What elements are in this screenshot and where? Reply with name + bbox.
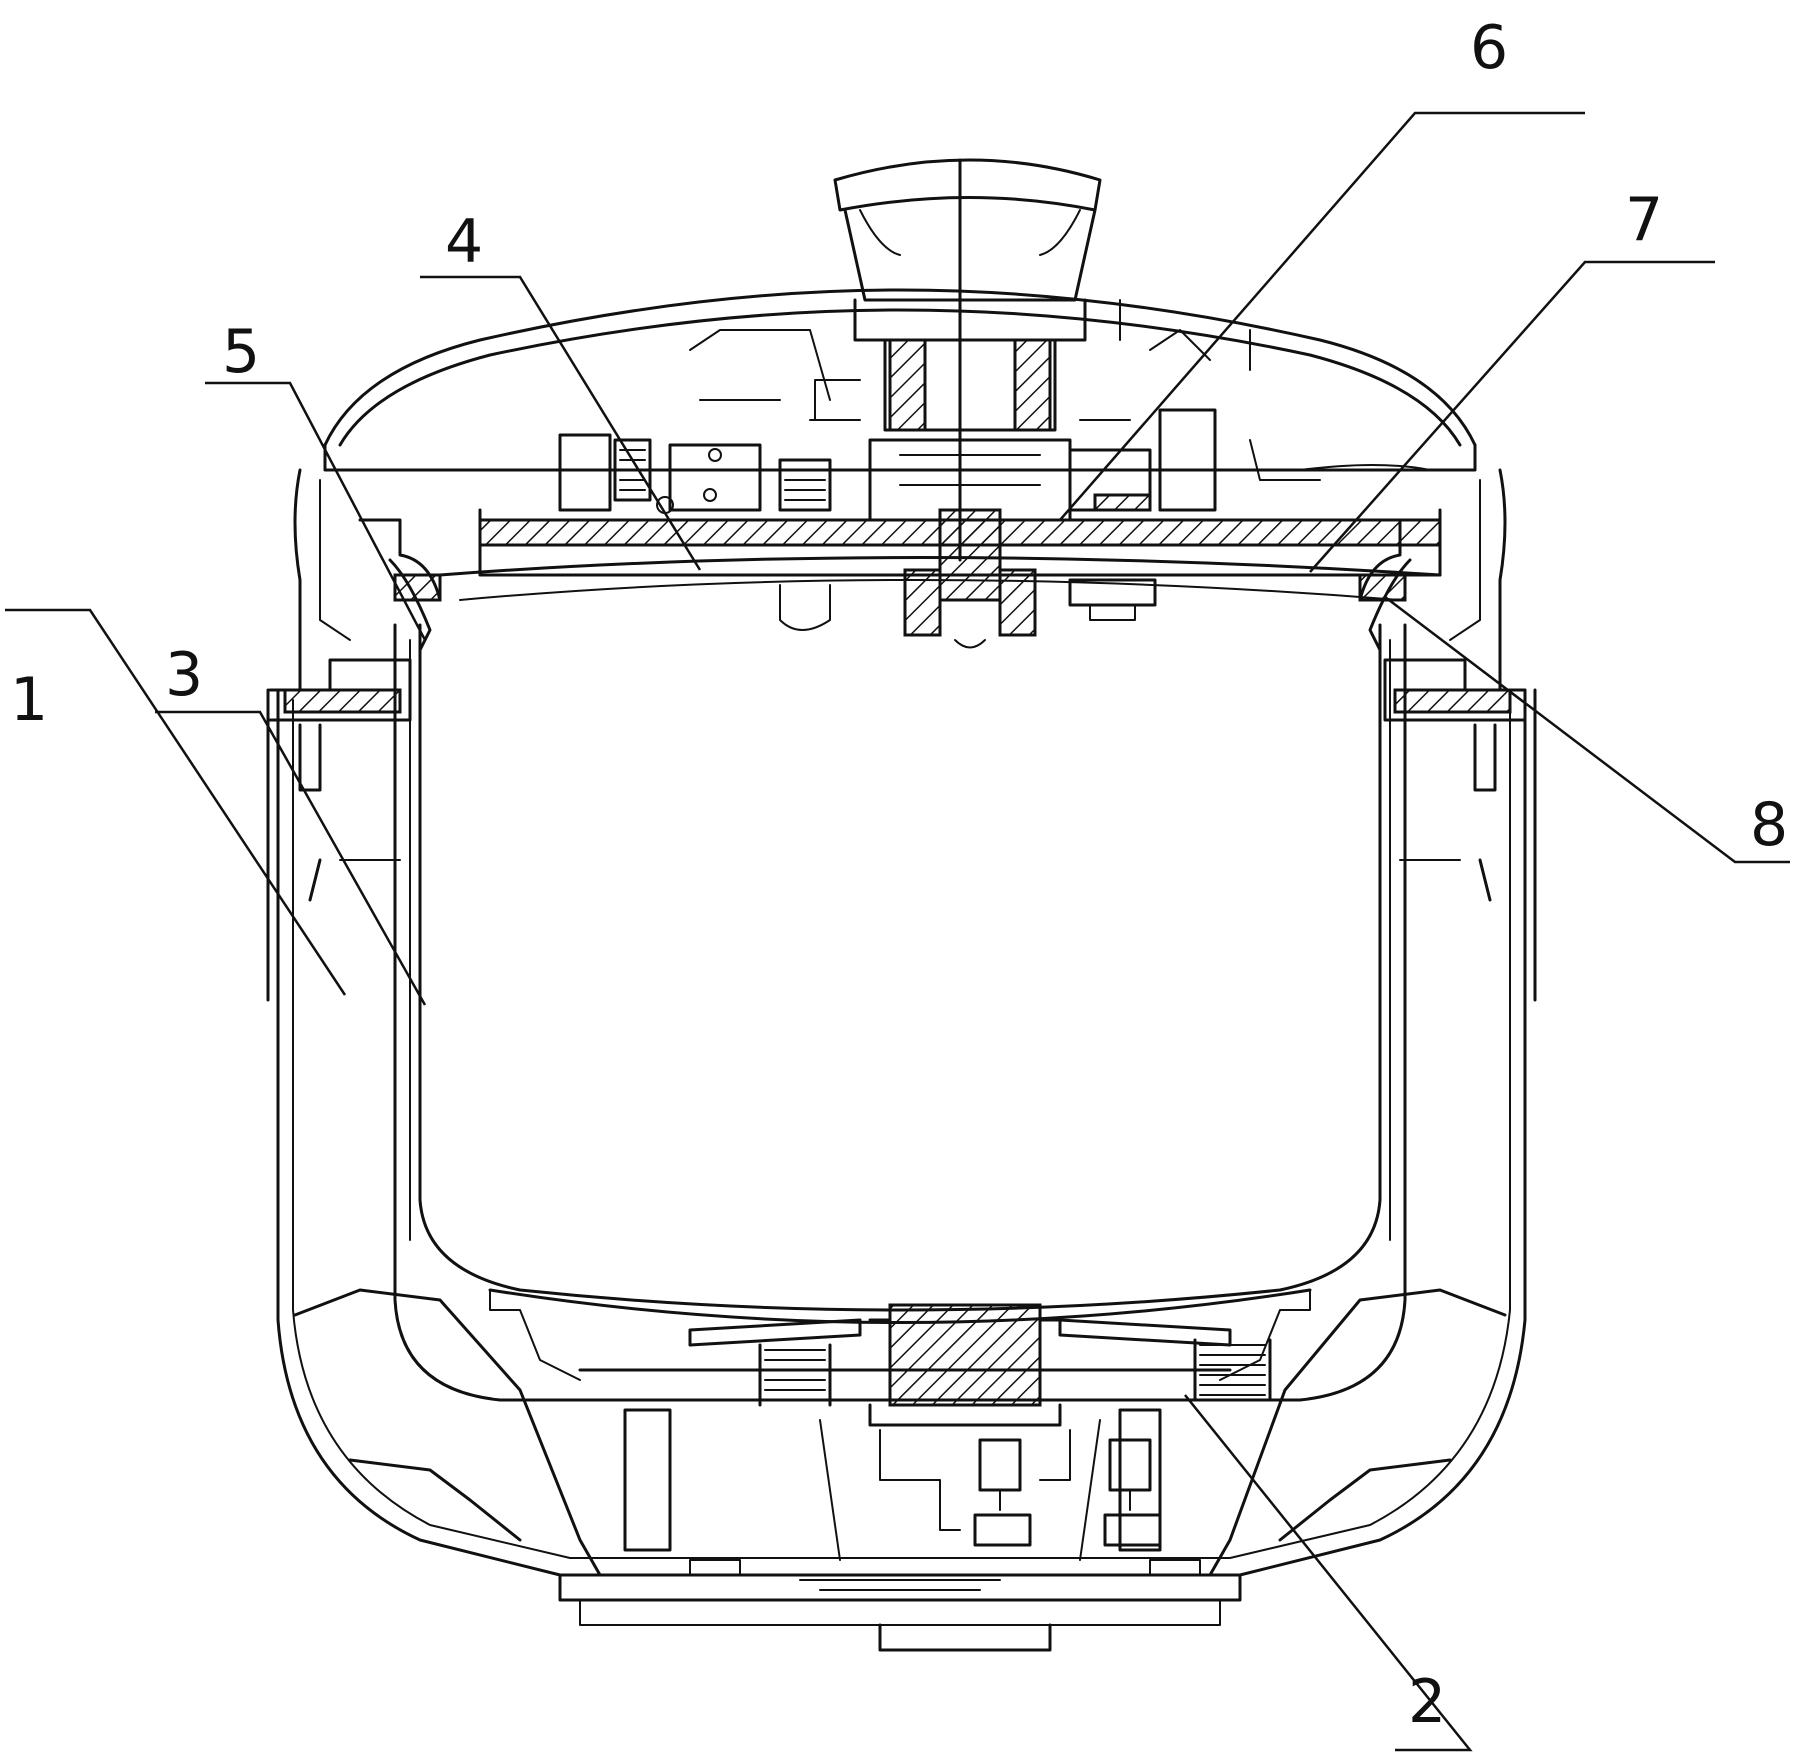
leader-5 — [205, 381, 427, 641]
callout-5: 5 — [222, 317, 260, 387]
callout-6: 6 — [1470, 13, 1508, 83]
callout-leaders — [5, 111, 1790, 1752]
callout-7: 7 — [1625, 185, 1663, 255]
inner-pot — [393, 623, 1407, 1402]
leader-4 — [420, 275, 702, 571]
callout-1: 1 — [10, 665, 48, 735]
leader-6 — [1059, 111, 1585, 521]
callout-3: 3 — [165, 640, 203, 710]
leader-7 — [1309, 260, 1715, 573]
callout-4: 4 — [445, 207, 483, 277]
callout-8: 8 — [1750, 790, 1788, 860]
right-spring — [1193, 1338, 1272, 1402]
pressure-valve-handle — [809, 158, 1131, 649]
leader-2 — [1184, 1394, 1473, 1752]
leader-1 — [5, 608, 347, 996]
leader-8 — [1384, 596, 1790, 864]
left-spring — [758, 1343, 832, 1407]
callout-2: 2 — [1408, 1667, 1446, 1737]
leader-3 — [155, 710, 427, 1006]
outer-housing — [266, 658, 1537, 1577]
callout-labels: 1 2 3 4 5 6 7 8 — [10, 13, 1788, 1737]
bottom-base — [293, 1288, 1507, 1652]
heating-plate — [578, 1303, 1272, 1427]
